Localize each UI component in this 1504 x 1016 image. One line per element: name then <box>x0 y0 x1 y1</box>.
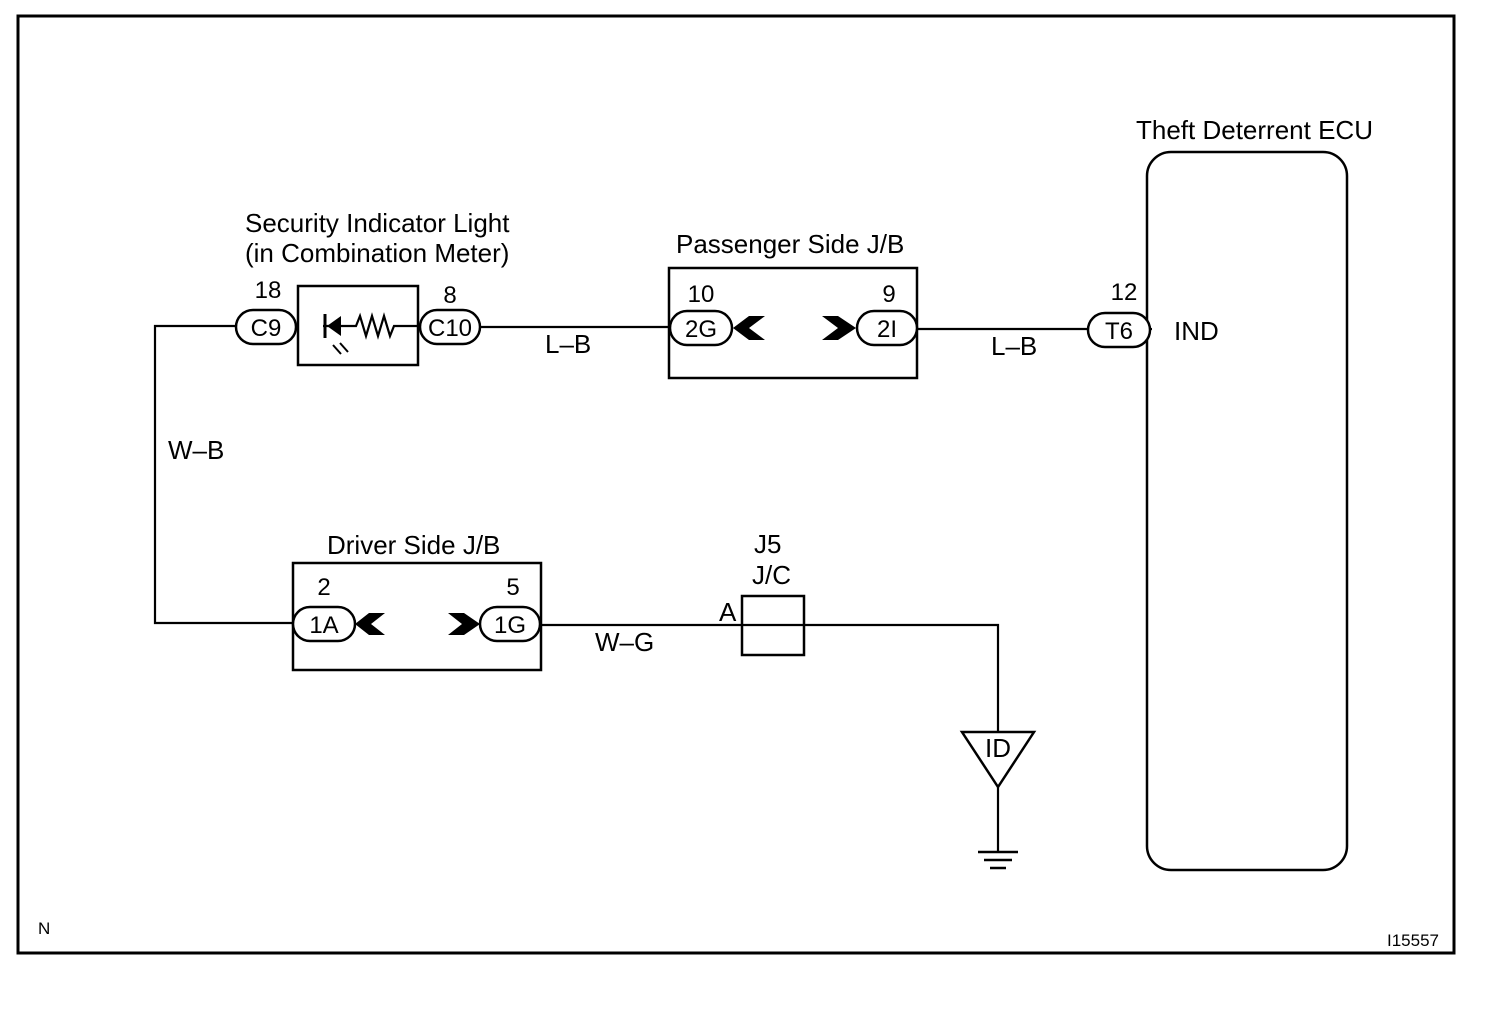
passenger-jb-arrow-right-icon <box>822 316 856 340</box>
ecu-title: Theft Deterrent ECU <box>1136 115 1373 145</box>
driver-jb-title: Driver Side J/B <box>327 530 500 560</box>
connector-1g-pin: 5 <box>506 574 519 601</box>
connector-2i: 2I 9 <box>855 281 919 347</box>
led-icon <box>323 314 349 355</box>
junction-connector-id: J5 <box>754 529 781 559</box>
connector-t6-pin: 12 <box>1111 279 1138 306</box>
connector-2g-pin: 10 <box>688 281 715 308</box>
connector-1g: 1G 5 <box>478 574 542 643</box>
wire-label-djb-to-jc: W–G <box>595 627 654 657</box>
connector-c10-name: C10 <box>428 315 472 342</box>
connector-c9-pin: 18 <box>255 277 282 304</box>
theft-deterrent-ecu-box <box>1145 150 1349 872</box>
wire-label-pjb-to-ecu: L–B <box>991 331 1037 361</box>
ground-point-label: ID <box>985 733 1011 763</box>
figure-id: I15557 <box>1387 931 1439 950</box>
diagram-frame <box>16 14 1456 955</box>
connector-1g-name: 1G <box>494 612 526 639</box>
connector-2i-pin: 9 <box>882 281 895 308</box>
indicator-light-title: Security Indicator Light <box>245 208 510 238</box>
junction-connector-pin: A <box>719 597 737 627</box>
ground-point-triangle-icon <box>959 730 1037 790</box>
passenger-jb-arrow-left-icon <box>733 316 765 340</box>
corner-label: N <box>38 919 50 938</box>
connector-2g: 2G 10 <box>668 281 734 347</box>
connector-1a-name: 1A <box>309 612 338 639</box>
resistor-icon <box>348 312 420 340</box>
connector-c9-name: C9 <box>251 315 282 342</box>
connector-c10-pin: 8 <box>443 282 456 309</box>
driver-jb-arrow-left-icon <box>355 613 385 635</box>
connector-2g-name: 2G <box>685 316 717 343</box>
wire-label-left-vertical: W–B <box>168 435 224 465</box>
connector-1a: 1A 2 <box>291 574 357 643</box>
ground-icon <box>978 850 1018 870</box>
ecu-terminal-label: IND <box>1174 316 1219 346</box>
connector-c10: C10 8 <box>418 282 482 346</box>
wire-label-light-to-pjb: L–B <box>545 329 591 359</box>
connector-t6: T6 12 <box>1086 279 1152 349</box>
passenger-jb-title: Passenger Side J/B <box>676 229 904 259</box>
indicator-light-subtitle: (in Combination Meter) <box>245 238 509 268</box>
connector-2i-name: 2I <box>877 316 897 343</box>
driver-jb-arrow-right-icon <box>448 613 480 635</box>
connector-t6-name: T6 <box>1105 318 1133 345</box>
connector-c9: C9 18 <box>234 277 298 346</box>
junction-connector-type: J/C <box>752 560 791 590</box>
connector-1a-pin: 2 <box>317 574 330 601</box>
